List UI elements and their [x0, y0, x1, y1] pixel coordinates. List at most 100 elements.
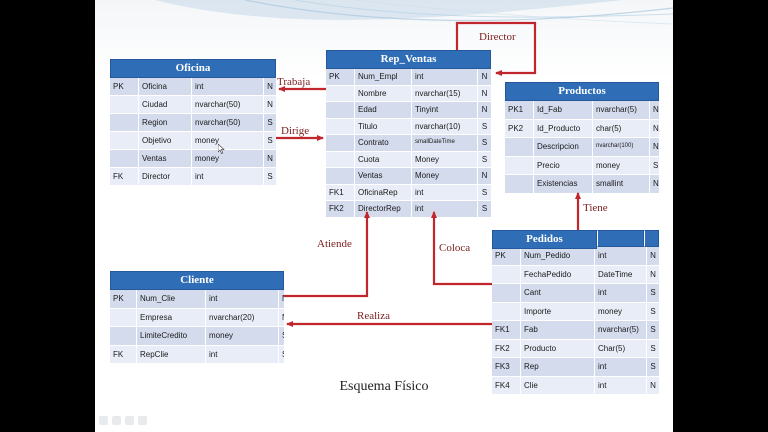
column-key: PK	[492, 247, 521, 266]
column-key	[110, 326, 137, 346]
column-key	[110, 308, 137, 327]
column-key: FK	[110, 167, 139, 186]
column-key: PK	[110, 290, 137, 309]
column-key	[326, 134, 355, 152]
column-key	[110, 149, 139, 168]
column-name: Director	[138, 167, 192, 186]
column-nullable: S	[477, 200, 491, 218]
next-icon[interactable]	[138, 416, 147, 425]
column-name: Contrato	[354, 134, 412, 152]
column-nullable: N	[263, 78, 276, 96]
column-name: Titulo	[354, 118, 412, 135]
column-type: nvarchar(20)	[205, 308, 279, 327]
column-key	[110, 113, 139, 132]
column-type: nvarchar(50)	[191, 113, 264, 132]
table-cliente-columns: PKNum_ClieintNEmpresanvarchar(20)NLimite…	[110, 290, 284, 364]
column-name: Producto	[520, 339, 595, 358]
column-key	[326, 85, 355, 102]
column-type: char(5)	[592, 119, 650, 138]
column-key	[492, 283, 521, 303]
relation-tiene-label: Tiene	[583, 202, 608, 214]
column-nullable: N	[649, 101, 659, 120]
column-name: Oficina	[138, 78, 192, 96]
menu-icon[interactable]	[125, 416, 134, 425]
column-type: smallDateTime	[411, 134, 478, 152]
table-cliente: Cliente PKNum_ClieintNEmpresanvarchar(20…	[110, 271, 284, 364]
previous-icon[interactable]	[99, 416, 108, 425]
column-nullable: S	[477, 134, 491, 152]
column-name: Ciudad	[138, 95, 192, 114]
column-key: FK2	[492, 339, 521, 358]
column-key: FK4	[492, 376, 521, 395]
column-name: FechaPedido	[520, 265, 595, 284]
column-nullable: S	[646, 320, 659, 340]
column-name: Fab	[520, 320, 595, 340]
column-nullable: N	[646, 376, 659, 395]
column-type: int	[205, 290, 279, 309]
column-type: int	[594, 376, 647, 395]
column-type: money	[191, 131, 264, 150]
column-nullable: N	[477, 69, 491, 86]
column-type: DateTime	[594, 265, 647, 284]
column-key	[110, 95, 139, 114]
column-name: Nombre	[354, 85, 412, 102]
column-nullable: N	[477, 85, 491, 102]
column-name: RepClie	[136, 345, 206, 364]
column-nullable: S	[477, 151, 491, 168]
column-nullable: N	[646, 247, 659, 266]
table-pedidos-title: Pedidos	[492, 230, 597, 249]
column-nullable: N	[646, 265, 659, 284]
column-type: Char(5)	[594, 339, 647, 358]
column-type: Money	[411, 167, 478, 185]
slide-toolbar[interactable]	[99, 416, 147, 425]
column-nullable: N	[278, 308, 284, 327]
relation-trabaja-label: Trabaja	[277, 76, 311, 88]
column-key: PK	[326, 69, 355, 86]
column-name: Id_Producto	[533, 119, 593, 138]
column-nullable: S	[263, 131, 276, 150]
column-nullable: N	[278, 290, 284, 309]
column-name: Clie	[520, 376, 595, 395]
column-name: Ventas	[354, 167, 412, 185]
column-key: FK2	[326, 200, 355, 218]
column-type: nvarchar(5)	[592, 101, 650, 120]
table-pedidos-header-cell	[597, 230, 644, 247]
column-nullable: S	[646, 283, 659, 303]
column-nullable: S	[477, 184, 491, 201]
pen-icon[interactable]	[112, 416, 121, 425]
column-type: nvarchar(15)	[411, 85, 478, 102]
relation-dirige-label: Dirige	[281, 125, 310, 137]
column-name: Objetivo	[138, 131, 192, 150]
column-key	[326, 167, 355, 185]
column-nullable: N	[649, 174, 659, 194]
column-nullable: S	[646, 302, 659, 321]
relation-coloca-label: Coloca	[439, 242, 471, 254]
column-name: OficinaRep	[354, 184, 412, 201]
column-name: Edad	[354, 101, 412, 119]
column-name: Num_Pedido	[520, 247, 595, 266]
relation-atiende-label: Atiende	[317, 238, 352, 250]
column-name: Importe	[520, 302, 595, 321]
column-nullable: N	[263, 95, 276, 114]
column-type: int	[594, 357, 647, 377]
column-nullable: S	[278, 345, 284, 364]
column-name: Cant	[520, 283, 595, 303]
